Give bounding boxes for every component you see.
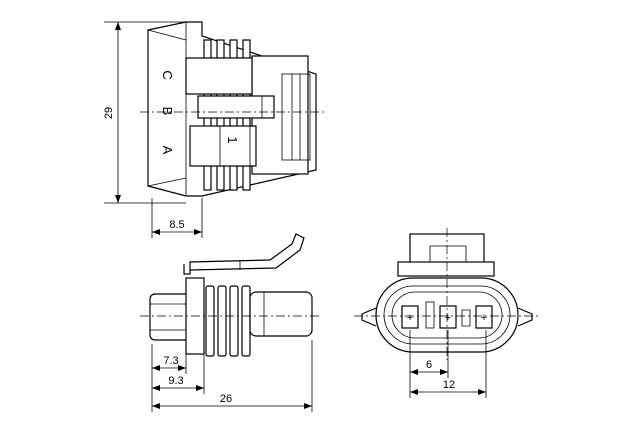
svg-text:+: + <box>407 312 413 324</box>
side-view <box>140 233 322 357</box>
cavity-letter-b: B <box>160 107 175 116</box>
depth-1-label: 7.3 <box>163 355 178 367</box>
side-dimensions: 7.3 9.3 26 <box>151 340 313 412</box>
pitch-label: 6 <box>426 359 432 371</box>
height-dimension: 29 <box>103 21 186 204</box>
span-label: 12 <box>443 379 455 391</box>
overall-length-label: 26 <box>220 393 232 405</box>
cavity-letter-c: C <box>160 70 175 79</box>
height-label: 29 <box>103 107 115 119</box>
cavity-letter-a: A <box>160 146 175 155</box>
top-depth-dimension: 8.5 <box>151 198 203 238</box>
front-dimensions: 6 12 <box>409 330 487 398</box>
svg-text:+: + <box>481 312 487 324</box>
terminal-mark: 1 <box>225 136 240 143</box>
front-view: + + + <box>354 228 540 360</box>
depth-2-label: 9.3 <box>168 375 183 387</box>
svg-text:+: + <box>445 312 451 324</box>
cavity-letters: C B A 1 <box>160 70 240 154</box>
top-depth-label: 8.5 <box>169 219 184 231</box>
top-view <box>140 21 326 197</box>
